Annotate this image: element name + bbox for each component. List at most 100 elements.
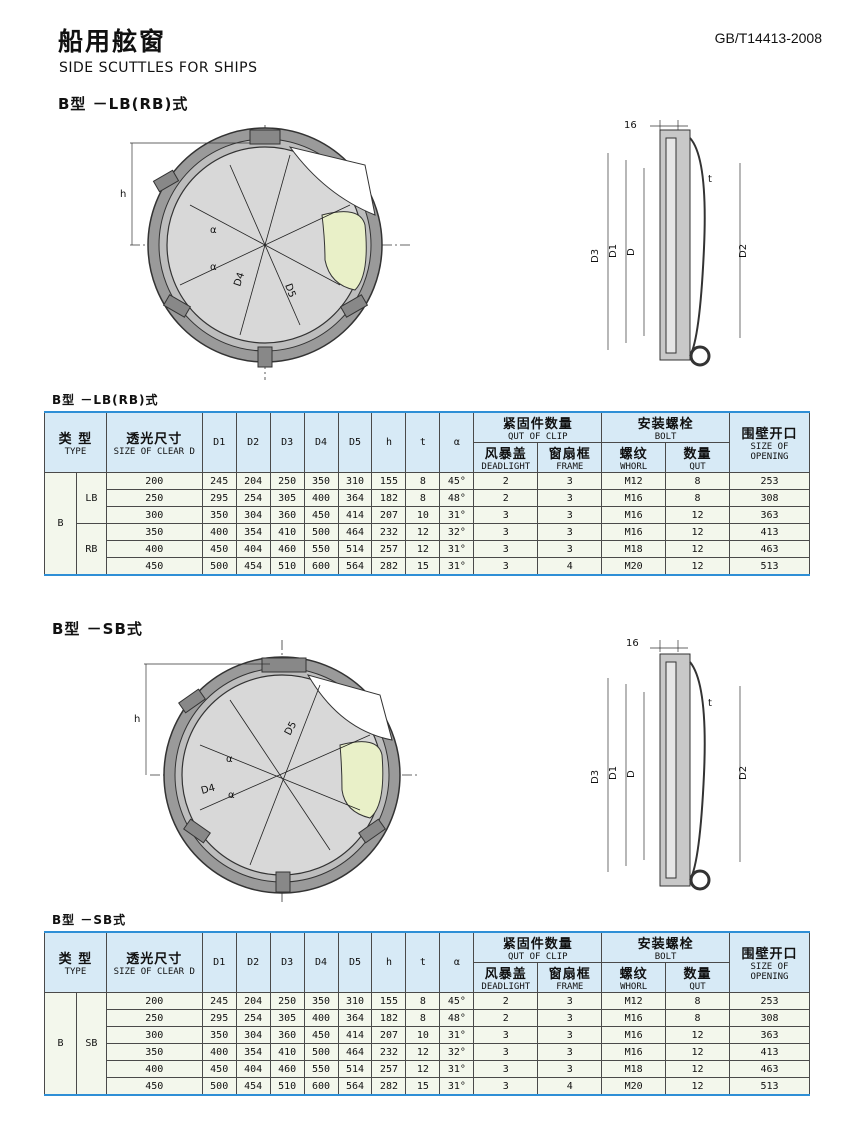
- header-d4: D4: [303, 411, 339, 473]
- table-cell: 400: [303, 1009, 339, 1027]
- table-cell: 3: [537, 523, 603, 541]
- header-frame-cn: 窗扇框: [548, 447, 591, 462]
- table-cell: 400: [105, 1060, 203, 1078]
- table-cell: 305: [269, 489, 305, 507]
- table-cell: 4: [537, 1077, 603, 1096]
- table-cell: 207: [371, 1026, 407, 1044]
- table-cell: 414: [337, 1026, 373, 1044]
- header-opening-cn: 围壁开口: [741, 427, 798, 442]
- table-cell: 45°: [439, 992, 475, 1010]
- table-cell: 450: [105, 1077, 203, 1096]
- table-cell: 350: [303, 992, 339, 1010]
- header-opening-en: SIZE OF OPENING: [750, 442, 789, 462]
- header-t: t: [405, 411, 441, 473]
- table-cell: 364: [337, 1009, 373, 1027]
- table-cell: 12: [665, 1026, 730, 1044]
- header-whorl: 螺纹 WHORL: [601, 442, 667, 473]
- table-cell: M16: [601, 1009, 667, 1027]
- label-alpha-sb-1: α: [226, 754, 233, 765]
- table-cell: 500: [303, 1043, 339, 1061]
- table-cell: 414: [337, 506, 373, 524]
- header-deadlight: 风暴盖 DEADLIGHT: [473, 442, 539, 473]
- table-cell: M16: [601, 506, 667, 524]
- table-cell: 363: [728, 1026, 811, 1044]
- header-type-cn: 类 型: [58, 952, 93, 967]
- table-cell: 10: [405, 506, 441, 524]
- header-frame: 窗扇框 FRAME: [537, 442, 603, 473]
- header-d3: D3: [269, 411, 305, 473]
- subtype-cell: RB: [75, 523, 107, 576]
- table-cell: 12: [665, 523, 730, 541]
- table-cell: 3: [473, 557, 539, 576]
- table-cell: 3: [473, 540, 539, 558]
- table-cell: 2: [473, 489, 539, 507]
- table-cell: M20: [601, 1077, 667, 1096]
- label-d1: D1: [608, 244, 619, 258]
- table-cell: M12: [601, 472, 667, 490]
- table-cell: 12: [665, 506, 730, 524]
- table-cell: 2: [473, 1009, 539, 1027]
- table-cell: 464: [337, 523, 373, 541]
- label-d4: D4: [232, 271, 247, 288]
- standard-number: GB/T14413-2008: [714, 30, 822, 46]
- table-cell: 304: [235, 1026, 271, 1044]
- table-cell: 200: [105, 472, 203, 490]
- spec-table-sb: 类 型 TYPE 透光尺寸 SIZE OF CLEAR D D1 D2 D3 D…: [44, 931, 811, 1096]
- header-whorl-cn: 螺纹: [619, 967, 648, 982]
- header-type: 类 型 TYPE: [44, 411, 107, 473]
- header-deadlight-cn: 风暴盖: [484, 967, 527, 982]
- header-d1: D1: [201, 411, 237, 473]
- table-cell: 155: [371, 992, 407, 1010]
- table-cell: 510: [269, 557, 305, 576]
- label-alpha-2: α: [210, 262, 217, 273]
- header-clip-en: QUT OF CLIP: [507, 952, 568, 962]
- header-clear: 透光尺寸 SIZE OF CLEAR D: [105, 931, 203, 993]
- header-type-cn: 类 型: [58, 432, 93, 447]
- header-clear: 透光尺寸 SIZE OF CLEAR D: [105, 411, 203, 473]
- header-type: 类 型 TYPE: [44, 931, 107, 993]
- table-cell: 32°: [439, 1043, 475, 1061]
- table-cell: 155: [371, 472, 407, 490]
- header-d2: D2: [235, 931, 271, 993]
- header-d4: D4: [303, 931, 339, 993]
- table-cell: 253: [728, 472, 811, 490]
- header-type-en: TYPE: [64, 967, 87, 977]
- subtype-cell: LB: [75, 472, 107, 524]
- header-whorl-cn: 螺纹: [619, 447, 648, 462]
- label-h: h: [120, 189, 126, 200]
- table-cell: 463: [728, 1060, 811, 1078]
- table-cell: 500: [303, 523, 339, 541]
- table-cell: 12: [665, 1060, 730, 1078]
- table-cell: 10: [405, 1026, 441, 1044]
- header-d3: D3: [269, 931, 305, 993]
- table-cell: 360: [269, 506, 305, 524]
- label-h-sb: h: [134, 714, 140, 725]
- header-clip-en: QUT OF CLIP: [507, 432, 568, 442]
- table-cell: 12: [665, 1077, 730, 1096]
- header-d5: D5: [337, 931, 373, 993]
- table-cell: M16: [601, 489, 667, 507]
- table-cell: 3: [473, 506, 539, 524]
- table-cell: 254: [235, 489, 271, 507]
- table-cell: 450: [303, 506, 339, 524]
- header-deadlight: 风暴盖 DEADLIGHT: [473, 962, 539, 993]
- table-cell: 600: [303, 1077, 339, 1096]
- table-cell: 3: [537, 1060, 603, 1078]
- table-cell: 363: [728, 506, 811, 524]
- header-frame-en: FRAME: [556, 982, 584, 992]
- table-cell: 3: [473, 1043, 539, 1061]
- label-d5: D5: [282, 282, 297, 299]
- header-qut-cn: 数量: [683, 967, 712, 982]
- table-cell: 500: [201, 1077, 237, 1096]
- table-cell: 48°: [439, 1009, 475, 1027]
- table-cell: 12: [405, 540, 441, 558]
- table-cell: 15: [405, 1077, 441, 1096]
- table-cell: 3: [537, 472, 603, 490]
